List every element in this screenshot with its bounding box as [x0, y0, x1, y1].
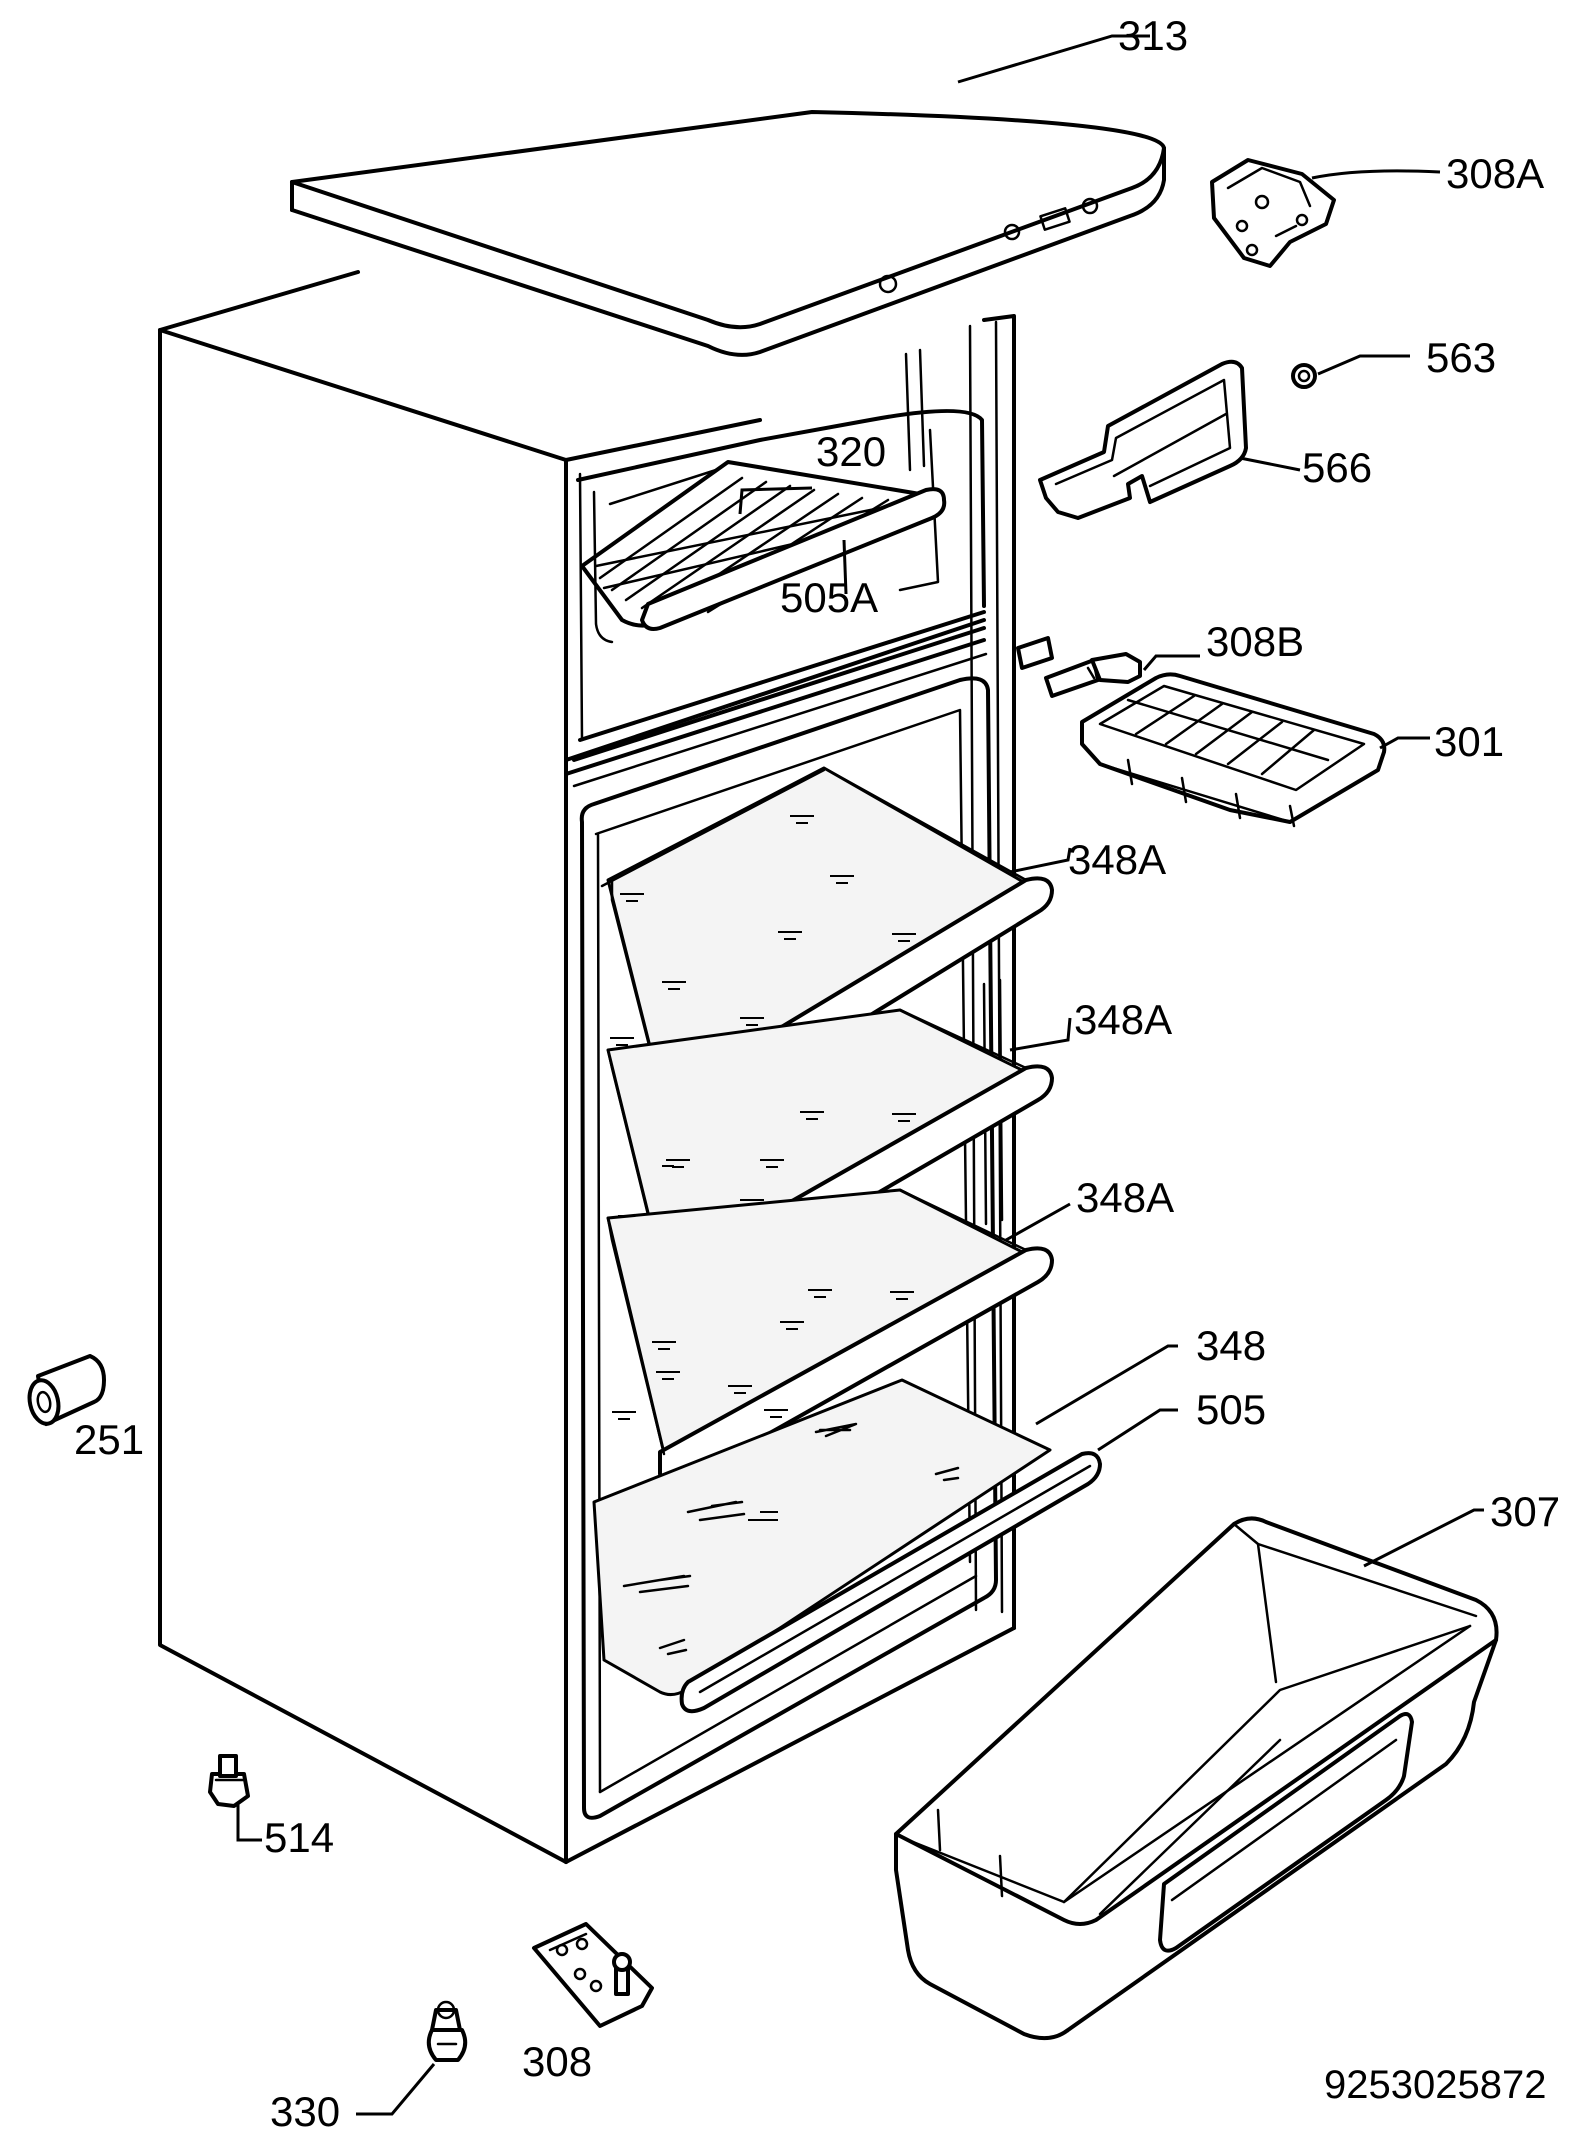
label-320: 320 [816, 428, 886, 475]
label-330: 330 [270, 2088, 340, 2129]
label-308A: 308A [1446, 150, 1544, 197]
top-cover-313[interactable] [290, 110, 1166, 357]
label-348: 348 [1196, 1322, 1266, 1369]
label-307: 307 [1490, 1488, 1560, 1535]
ice-cube-tray-301[interactable] [1080, 672, 1387, 828]
document-number: 9253025872 [1324, 2063, 1546, 2107]
label-348A-2: 348A [1074, 996, 1172, 1043]
label-308B: 308B [1206, 618, 1304, 665]
adjustable-foot-514[interactable] [208, 1754, 250, 1808]
freezer-wire-shelf-320[interactable] [580, 460, 947, 631]
label-308: 308 [522, 2038, 592, 2085]
crisper-drawer-307[interactable] [894, 1516, 1499, 2041]
hinge-cover-566[interactable] [1038, 359, 1248, 520]
label-505A: 505A [780, 574, 878, 621]
bottom-glass-plate-348[interactable] [592, 1378, 1052, 1697]
part-labels: 313 308A 563 566 320 505A 308B 301 348A … [74, 12, 1560, 2129]
hinge-308B[interactable] [1016, 636, 1142, 698]
label-563: 563 [1426, 334, 1496, 381]
label-348A-1: 348A [1068, 836, 1166, 883]
screw-foot-330[interactable] [426, 2000, 468, 2062]
bottom-hinge-308[interactable] [532, 1922, 654, 2028]
door-stop-251[interactable] [26, 1354, 106, 1426]
freezer-compartment [564, 409, 988, 788]
label-514: 514 [264, 1814, 334, 1861]
hinge-308A[interactable] [1210, 158, 1336, 268]
glass-shelf-348A-3[interactable] [606, 1188, 1054, 1485]
label-301: 301 [1434, 718, 1504, 765]
label-313: 313 [1118, 12, 1188, 59]
label-505: 505 [1196, 1386, 1266, 1433]
label-566: 566 [1302, 444, 1372, 491]
shelf-frame-505[interactable] [679, 1451, 1102, 1714]
leader-lines [236, 34, 1484, 2116]
cap-screw-563[interactable] [1291, 363, 1317, 389]
label-251: 251 [74, 1416, 144, 1463]
label-348A-3: 348A [1076, 1174, 1174, 1221]
